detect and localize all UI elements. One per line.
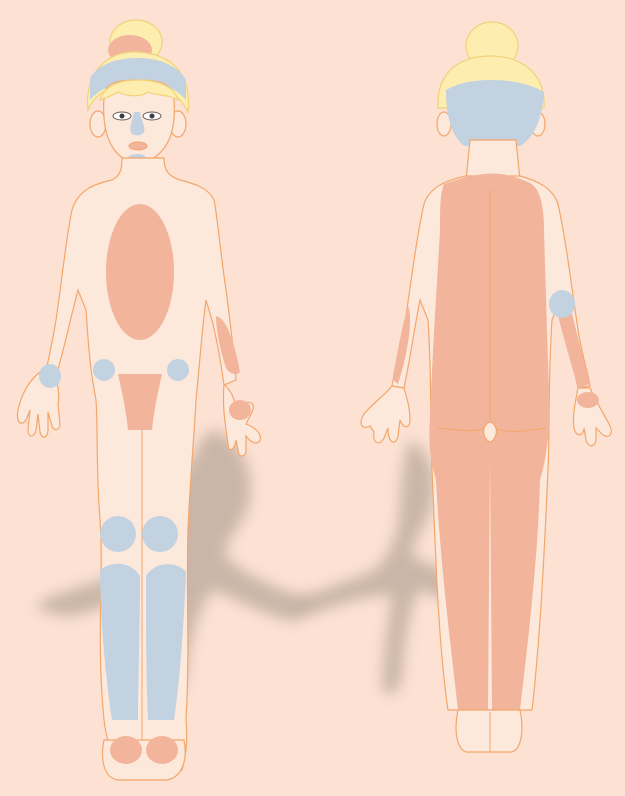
gluteal-cleft bbox=[484, 422, 497, 442]
right-knee-blue-region bbox=[142, 516, 178, 552]
left-wrist-blue-region bbox=[39, 364, 61, 388]
right-palm-back-salmon-region bbox=[577, 392, 599, 408]
right-hip-blue-region bbox=[167, 359, 189, 381]
left-knee-blue-region bbox=[100, 516, 136, 552]
right-palm-salmon-region bbox=[229, 400, 251, 420]
mouth bbox=[129, 142, 147, 150]
right-foot-salmon-region bbox=[146, 736, 178, 764]
scalp-back-blue-region bbox=[446, 80, 544, 146]
body-shape bbox=[150, 114, 155, 119]
body-shape bbox=[120, 114, 125, 119]
chest-abdomen-salmon-region bbox=[106, 204, 174, 340]
back-feet bbox=[456, 710, 522, 752]
left-foot-salmon-region bbox=[110, 736, 142, 764]
elbow-back-blue-region bbox=[549, 290, 575, 318]
left-hip-blue-region bbox=[93, 359, 115, 381]
